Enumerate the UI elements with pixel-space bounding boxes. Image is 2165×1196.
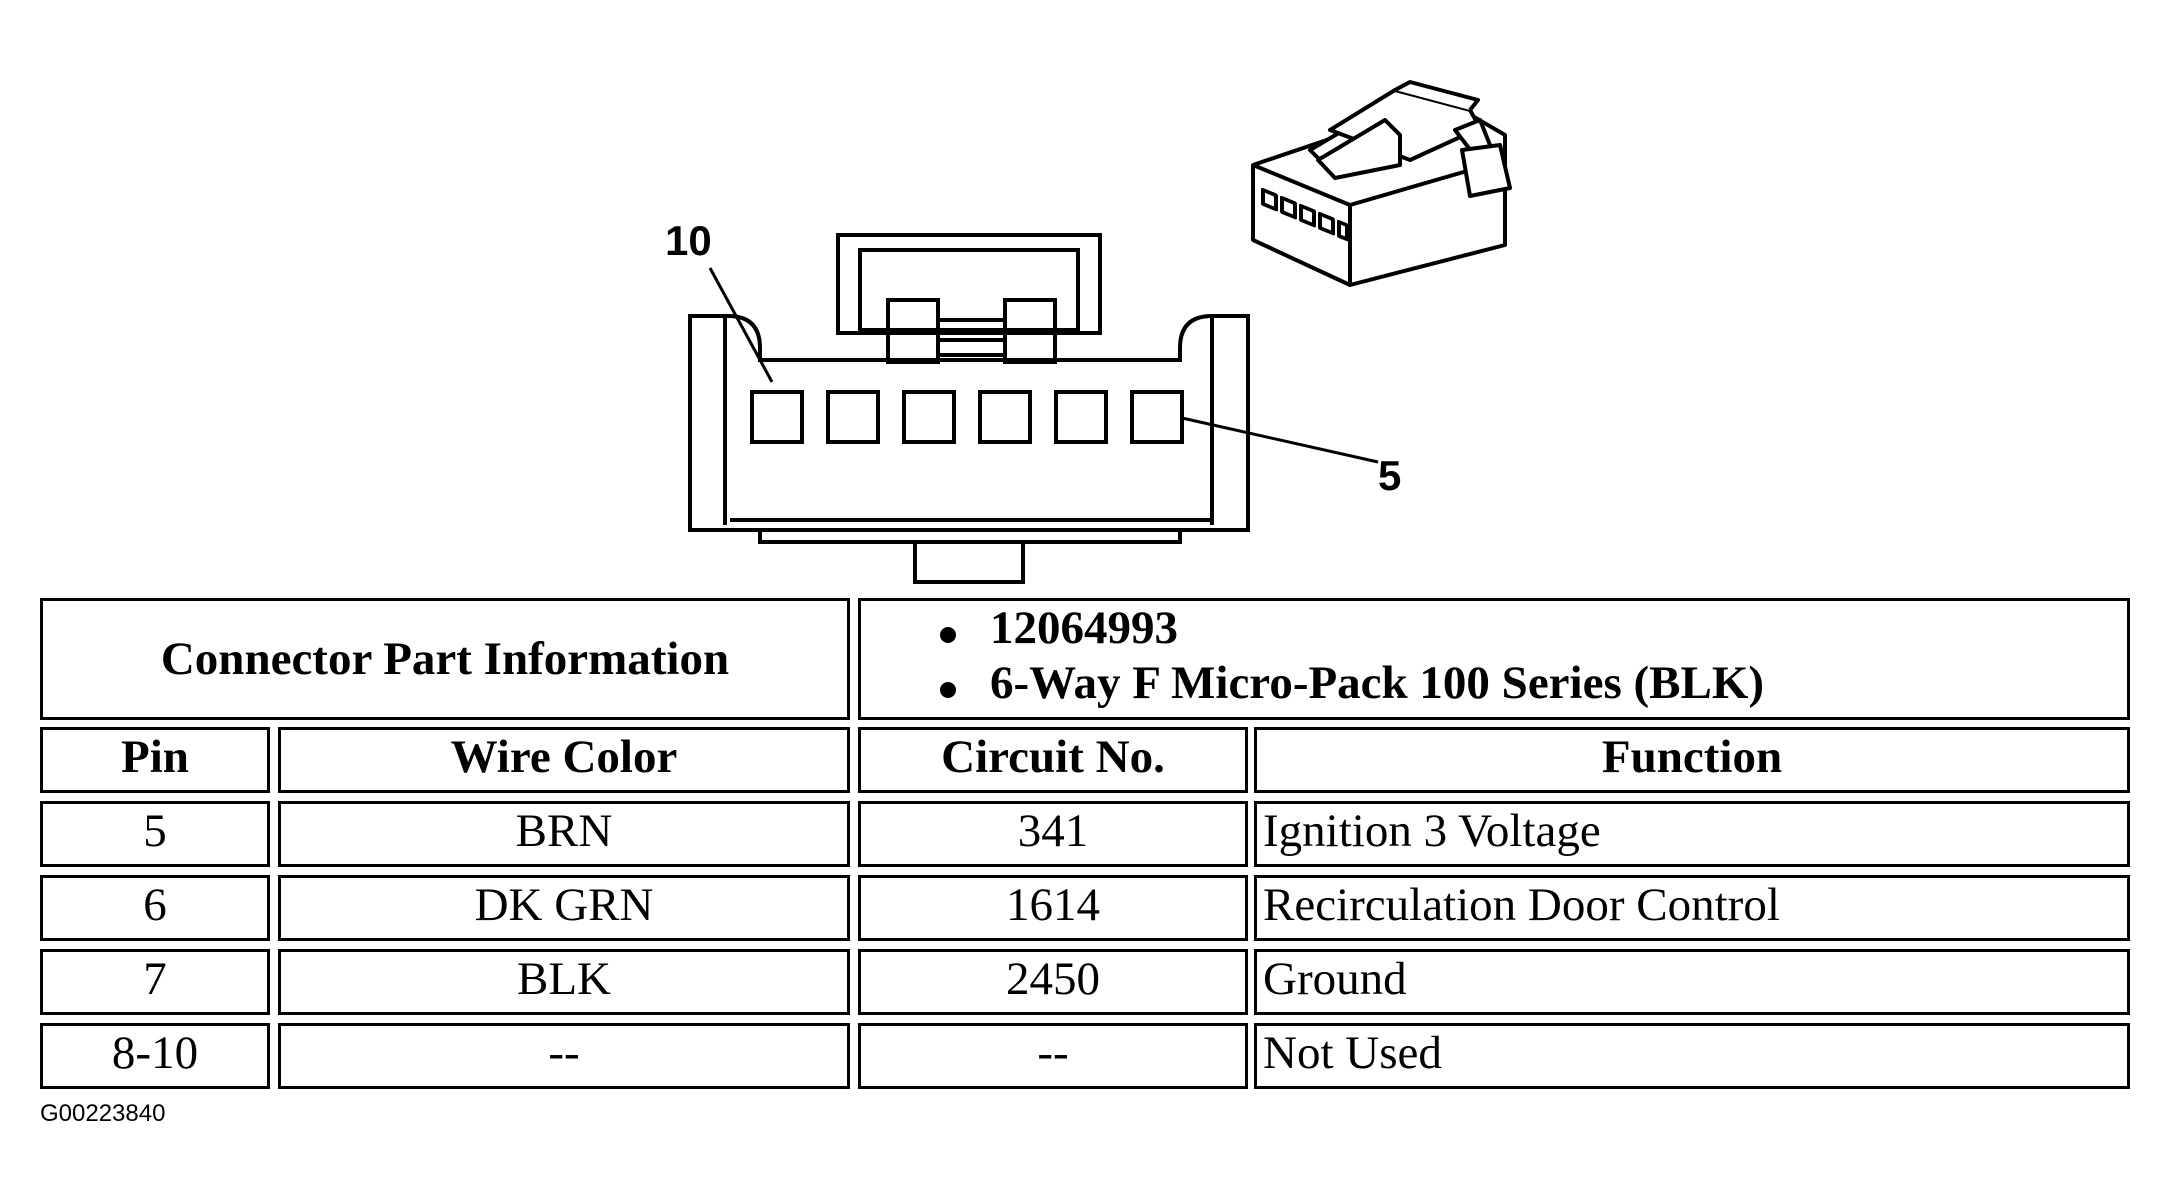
table-cell-pin: 6 — [40, 875, 270, 941]
figure-id: G00223840 — [40, 1100, 166, 1127]
connector-isometric-view — [1251, 80, 1512, 287]
table-cell-function: Not Used — [1254, 1023, 2130, 1089]
cavity — [826, 390, 880, 444]
connector-diagram: 10 5 — [665, 80, 1512, 584]
table-cell-circuit: 2450 — [858, 949, 1248, 1015]
table-cell-wire-color: -- — [278, 1023, 850, 1089]
col-header-circuit-no: Circuit No. — [858, 727, 1248, 793]
part-info-item: 12064993 — [940, 600, 1764, 655]
table-cell-function: Ignition 3 Voltage — [1254, 801, 2130, 867]
table-cell-wire-color: BRN — [278, 801, 850, 867]
cavity — [902, 390, 956, 444]
cavity — [978, 390, 1032, 444]
table-cell-circuit: -- — [858, 1023, 1248, 1089]
pin-callout-5: 5 — [1378, 452, 1401, 499]
table-cell-pin: 5 — [40, 801, 270, 867]
table-cell-pin: 7 — [40, 949, 270, 1015]
pin-callout-10: 10 — [665, 217, 712, 264]
col-header-pin: Pin — [40, 727, 270, 793]
connector-face-view — [688, 233, 1379, 584]
part-info-list: 12064993 6-Way F Micro-Pack 100 Series (… — [940, 600, 1764, 710]
table-cell-pin: 8-10 — [40, 1023, 270, 1089]
part-info-item: 6-Way F Micro-Pack 100 Series (BLK) — [940, 655, 1764, 710]
table-cell-wire-color: DK GRN — [278, 875, 850, 941]
cavity-10 — [750, 390, 804, 444]
col-header-wire-color: Wire Color — [278, 727, 850, 793]
table-cell-wire-color: BLK — [278, 949, 850, 1015]
table-cell-circuit: 1614 — [858, 875, 1248, 941]
part-description: 6-Way F Micro-Pack 100 Series (BLK) — [990, 656, 1765, 709]
cavity-5 — [1130, 390, 1184, 444]
part-info-header: Connector Part Information — [40, 598, 850, 720]
part-info-box — [858, 598, 2130, 720]
table-cell-function: Recirculation Door Control — [1254, 875, 2130, 941]
part-number: 12064993 — [990, 601, 1178, 654]
table-cell-function: Ground — [1254, 949, 2130, 1015]
table-cell-circuit: 341 — [858, 801, 1248, 867]
col-header-function: Function — [1254, 727, 2130, 793]
cavity — [1054, 390, 1108, 444]
